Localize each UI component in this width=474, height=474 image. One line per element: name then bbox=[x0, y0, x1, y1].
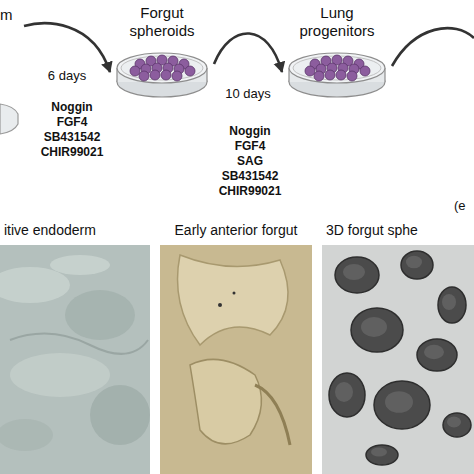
dish-rim bbox=[289, 53, 385, 83]
tissue-fold bbox=[255, 385, 290, 445]
cropped-label: (e bbox=[454, 198, 466, 213]
spheroid-core bbox=[335, 382, 353, 402]
text-group: Early anterior forgut bbox=[160, 222, 312, 239]
tissue-sheet bbox=[190, 359, 261, 444]
growth-factor: Noggin bbox=[51, 100, 92, 114]
spheroid bbox=[305, 66, 315, 76]
photo-ground bbox=[322, 245, 474, 474]
growth-factor: SAG bbox=[237, 154, 263, 168]
spheroid bbox=[130, 66, 140, 76]
text-group: m bbox=[0, 6, 22, 24]
spheroid bbox=[325, 70, 335, 80]
growth-factor: Noggin bbox=[229, 124, 270, 138]
stage-label: Forgut spheroids bbox=[112, 4, 212, 40]
text-group: itive endoderm bbox=[0, 222, 150, 239]
growth-factor: FGF4 bbox=[57, 115, 88, 129]
spheroid bbox=[347, 71, 357, 81]
micrograph bbox=[160, 245, 312, 474]
micrograph bbox=[322, 245, 474, 474]
cell-texture bbox=[10, 353, 110, 397]
spheroid bbox=[139, 71, 149, 81]
debris bbox=[233, 291, 236, 294]
curved-arrow bbox=[392, 28, 474, 66]
spheroid-blob bbox=[443, 413, 471, 437]
panel-title: itive endoderm bbox=[4, 222, 146, 239]
dish-inner bbox=[121, 56, 203, 80]
spheroid-core bbox=[442, 294, 456, 310]
stage-label: m bbox=[0, 6, 22, 24]
text-group: 3D forgut sphe bbox=[322, 222, 474, 239]
dish-edge bbox=[0, 104, 18, 134]
micrograph bbox=[0, 245, 150, 474]
spheroid-core bbox=[447, 416, 461, 427]
text-group: Forgut spheroids bbox=[112, 4, 212, 40]
text-group: Lung progenitors bbox=[284, 4, 390, 40]
dish-rim bbox=[117, 53, 207, 83]
spheroid-core bbox=[406, 255, 422, 268]
growth-factor: CHIR99021 bbox=[219, 184, 282, 198]
stage-fragment: m bbox=[0, 6, 22, 26]
spheroid-core bbox=[361, 317, 387, 337]
photo-panel: 3D forgut sphe bbox=[322, 222, 474, 474]
petri-dish bbox=[284, 44, 390, 102]
spheroid-core bbox=[343, 264, 365, 280]
spheroid bbox=[161, 70, 171, 80]
spheroid bbox=[185, 66, 195, 76]
spheroid bbox=[336, 70, 346, 80]
debris bbox=[218, 303, 222, 307]
dish-inner bbox=[293, 56, 381, 80]
stage-label: Lung progenitors bbox=[284, 4, 390, 40]
photo-panel: Early anterior forgut bbox=[160, 222, 312, 474]
spheroid-core bbox=[385, 391, 413, 413]
cell-texture bbox=[90, 385, 150, 445]
cell-texture bbox=[0, 267, 70, 303]
spheroid-blob bbox=[374, 381, 430, 429]
tissue-sheet bbox=[178, 255, 289, 345]
spheroid-blob bbox=[351, 308, 403, 352]
spheroid-blob bbox=[329, 373, 365, 417]
spheroid-blob bbox=[366, 445, 398, 465]
cell-texture bbox=[10, 333, 148, 353]
photo-ground bbox=[160, 245, 312, 474]
culture-stage: Lung progenitors bbox=[284, 4, 390, 102]
petri-dish bbox=[112, 44, 212, 102]
culture-stage: Forgut spheroids bbox=[112, 4, 212, 102]
spheroid-core bbox=[371, 447, 387, 456]
spheroid-blob bbox=[401, 251, 433, 279]
spheroid-blob bbox=[417, 339, 457, 371]
growth-factor: SB431542 bbox=[44, 130, 101, 144]
spheroid bbox=[150, 70, 160, 80]
spheroid-blob bbox=[335, 257, 379, 293]
spheroid-core bbox=[424, 345, 444, 359]
cell-texture bbox=[0, 419, 53, 451]
curved-arrow bbox=[214, 33, 282, 72]
growth-factor: FGF4 bbox=[235, 139, 266, 153]
spheroid bbox=[172, 71, 182, 81]
petri-dish bbox=[0, 104, 18, 134]
curved-arrow bbox=[24, 23, 110, 72]
cell-texture bbox=[65, 290, 135, 340]
spheroid-blob bbox=[438, 287, 466, 323]
cell-texture bbox=[50, 255, 110, 275]
growth-factor: CHIR99021 bbox=[41, 145, 104, 159]
spheroid bbox=[360, 66, 370, 76]
panel-title: Early anterior forgut bbox=[164, 222, 308, 239]
spheroid bbox=[314, 71, 324, 81]
panel-title: 3D forgut sphe bbox=[326, 222, 470, 239]
growth-factor: SB431542 bbox=[222, 169, 279, 183]
duration-label: 6 days bbox=[48, 68, 86, 83]
duration-label: 10 days bbox=[225, 86, 271, 101]
photo-panel: itive endoderm bbox=[0, 222, 150, 474]
